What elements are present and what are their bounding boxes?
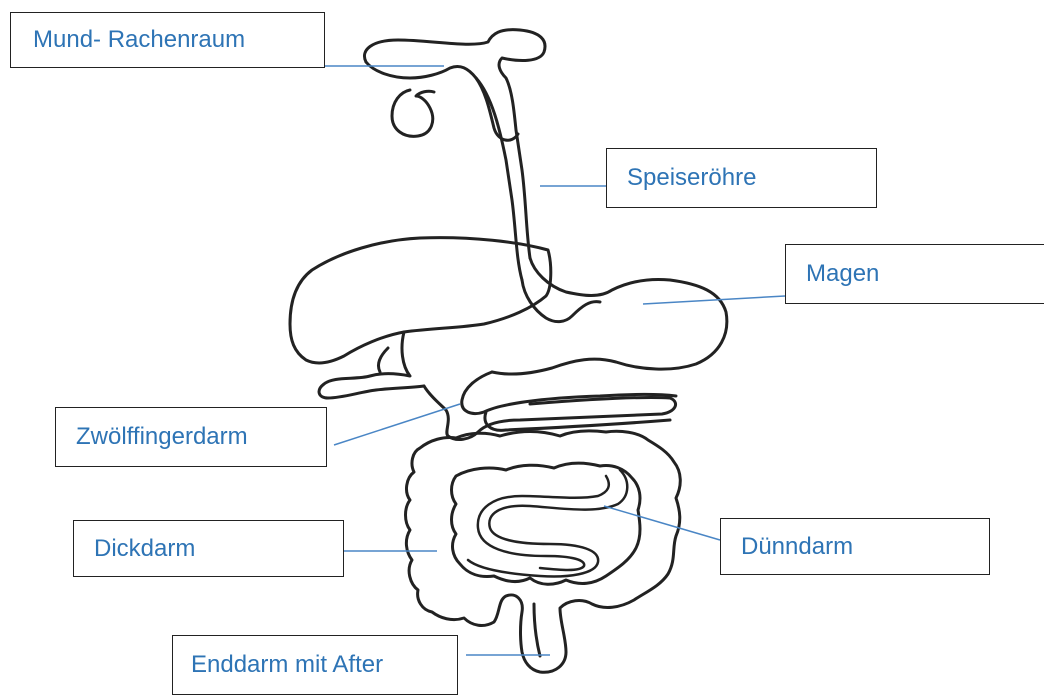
label-dickdarm: Dickdarm: [73, 520, 344, 577]
label-mund-rachenraum: Mund- Rachenraum: [10, 12, 325, 68]
label-dickdarm-text: Dickdarm: [94, 535, 195, 563]
leader-line-duenndarm: [604, 506, 720, 540]
mouth-lower-outline: [366, 62, 518, 140]
label-mund-text: Mund- Rachenraum: [33, 26, 245, 54]
label-zwoelffingerdarm: Zwölffingerdarm: [55, 407, 327, 467]
liver-outline: [290, 238, 551, 363]
label-speiseroehre-text: Speiseröhre: [627, 164, 756, 192]
leader-line-magen: [643, 296, 785, 304]
rectum-inner: [534, 604, 540, 656]
label-magen-text: Magen: [806, 260, 879, 288]
label-duenndarm-text: Dünndarm: [741, 533, 853, 561]
esophagus-inner: [476, 78, 522, 280]
small-intestine-coil-inner: [478, 476, 609, 570]
bile-duct: [378, 348, 388, 372]
label-duenndarm: Dünndarm: [720, 518, 990, 575]
duodenum-inner: [462, 372, 676, 414]
tongue-outline: [392, 90, 434, 136]
label-zwoelffingerdarm-text: Zwölffingerdarm: [76, 423, 248, 451]
label-enddarm-mit-after: Enddarm mit After: [172, 635, 458, 695]
label-magen: Magen: [785, 244, 1044, 304]
label-enddarm-text: Enddarm mit After: [191, 651, 383, 679]
stomach-inner-curve: [522, 280, 600, 322]
mouth-pharynx-outline: [364, 30, 545, 258]
esophagus-to-stomach: [492, 258, 727, 374]
small-intestine-coil: [468, 470, 627, 576]
label-speiseroehre: Speiseröhre: [606, 148, 877, 208]
